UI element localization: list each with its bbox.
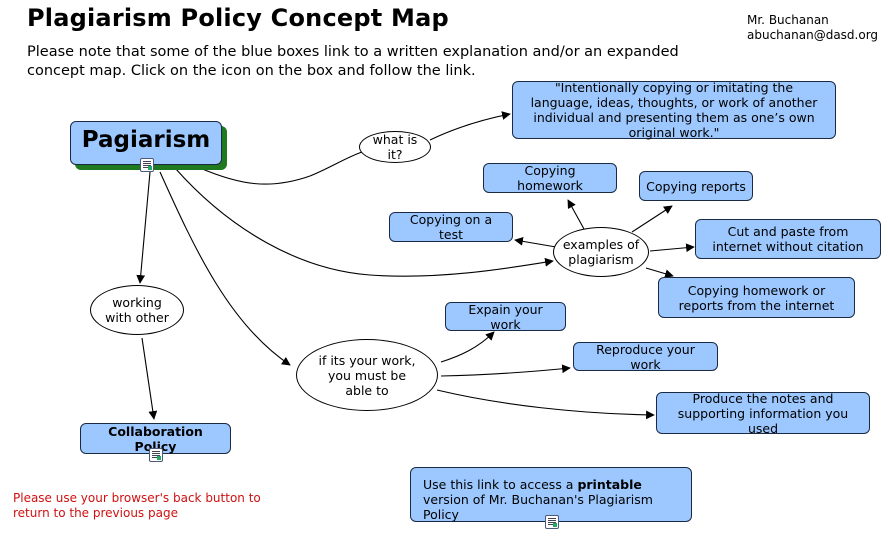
page-title: Plagiarism Policy Concept Map	[27, 4, 449, 32]
node-if-your-work: if its your work, you must be able to	[296, 339, 438, 411]
node-copying-test[interactable]: Copying on a test	[389, 212, 513, 242]
node-explain-work[interactable]: Expain your work	[445, 302, 566, 332]
printable-text-bold: printable	[577, 477, 642, 492]
link-examples-reports	[631, 205, 673, 233]
node-printable-link[interactable]: Use this link to access a printable vers…	[410, 467, 692, 522]
node-produce-notes[interactable]: Produce the notes and supporting informa…	[656, 391, 870, 436]
node-copying-reports[interactable]: Copying reports	[639, 171, 753, 201]
author-info: Mr. Buchanan abuchanan@dasd.org	[747, 13, 878, 43]
link-main-working	[136, 171, 151, 284]
printable-text-post: version of Mr. Buchanan's Plagiarism Pol…	[423, 492, 653, 522]
link-main-whatis	[199, 151, 363, 185]
document-link-icon[interactable]	[149, 448, 163, 462]
node-what-is-it: what is it?	[359, 131, 431, 163]
document-link-icon[interactable]	[140, 158, 154, 172]
node-working-with: working with other	[90, 285, 184, 335]
link-main-examples	[174, 167, 554, 277]
node-reproduce-work[interactable]: Reproduce your work	[573, 342, 718, 372]
node-definition[interactable]: "Intentionally copying or imitating the …	[512, 80, 836, 140]
link-examples-homework	[567, 199, 585, 230]
node-copying-homework[interactable]: Copying homework	[483, 163, 617, 193]
document-link-icon[interactable]	[545, 515, 559, 529]
author-email: abuchanan@dasd.org	[747, 28, 879, 42]
node-examples: examples of plagiarism	[553, 227, 649, 277]
author-name: Mr. Buchanan	[747, 13, 829, 27]
link-whatis-definition	[429, 111, 511, 141]
link-ifwork-explain	[440, 331, 495, 363]
node-cut-paste[interactable]: Cut and paste from internet without cita…	[695, 219, 881, 259]
link-working-collab	[141, 337, 158, 420]
link-examples-internet	[645, 267, 674, 278]
collaboration-label: Collaboration Policy	[108, 423, 203, 454]
instruction-note: Please note that some of the blue boxes …	[27, 44, 679, 79]
printable-text-pre: Use this link to access a	[423, 477, 578, 492]
link-examples-cutpaste	[649, 243, 695, 253]
link-ifwork-reproduce	[440, 364, 571, 377]
back-button-note: Please use your browser's back button to…	[13, 491, 261, 520]
node-copying-internet[interactable]: Copying homework or reports from the int…	[658, 277, 855, 318]
link-main-ifwork	[159, 171, 291, 366]
link-examples-test	[514, 236, 557, 248]
link-ifwork-notes	[436, 389, 655, 420]
